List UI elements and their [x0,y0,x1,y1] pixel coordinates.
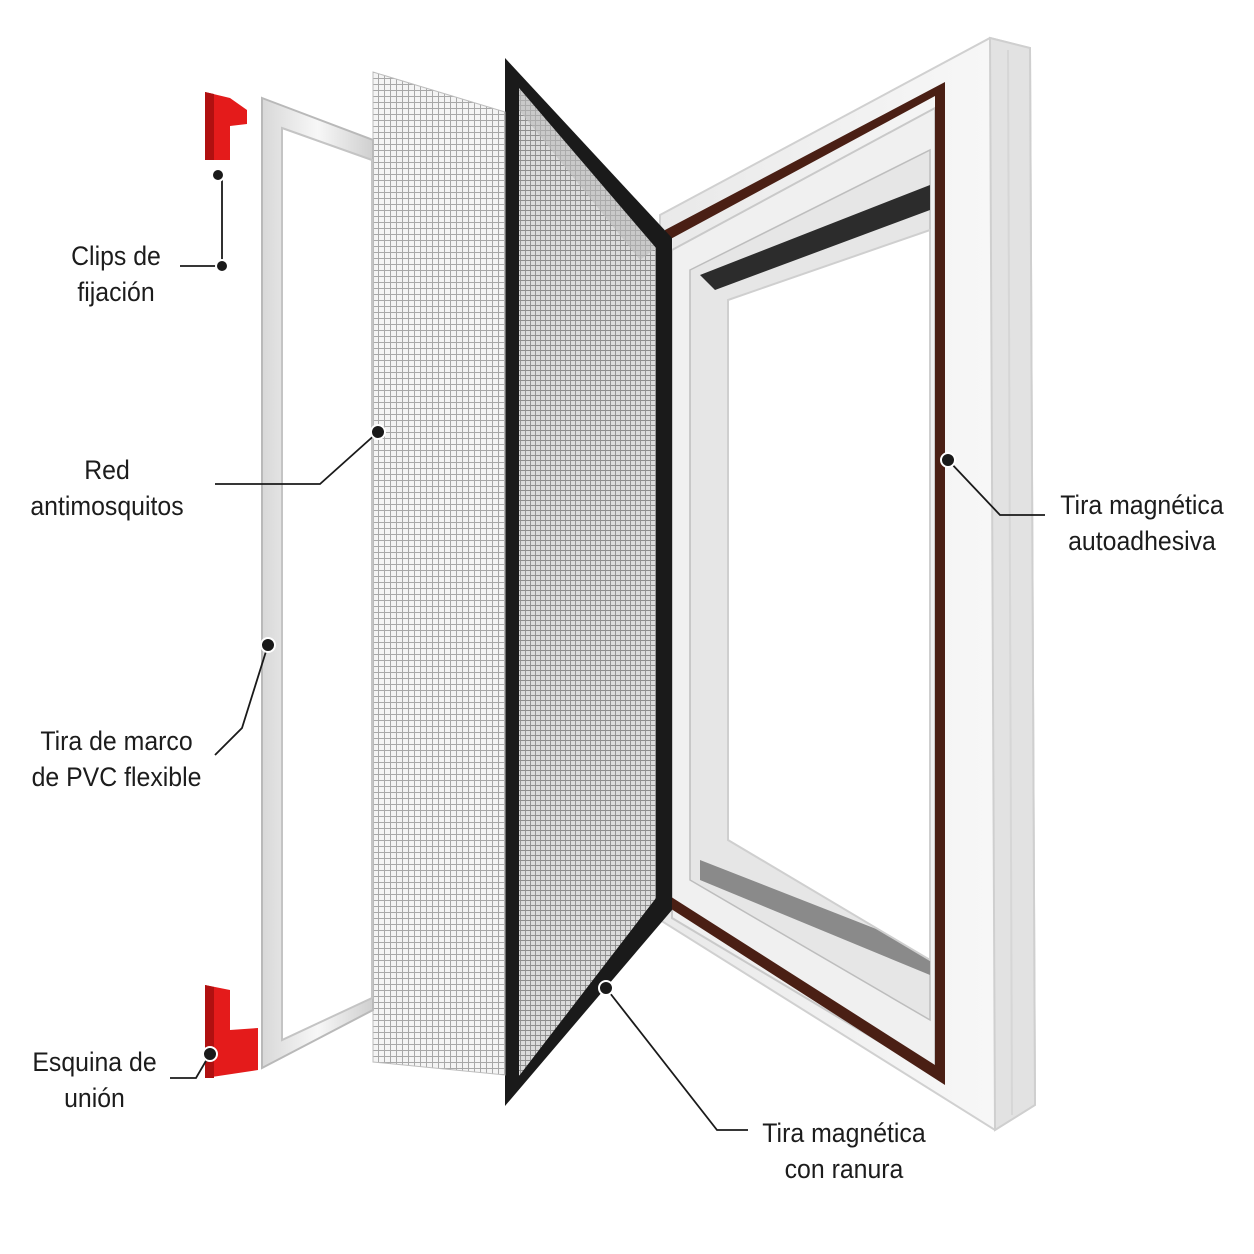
label-tira-marco: Tira de marco de PVC flexible [22,723,211,795]
window-frame [659,36,1037,1132]
leader-tira-auto [947,459,1045,516]
label-esquina-line2: unión [64,1083,125,1113]
label-esquina-line1: Esquina de [32,1047,157,1077]
label-red-antimosquitos: Red antimosquitos [20,452,195,524]
leader-tira-marco [214,644,269,756]
label-clips-line1: Clips de [71,241,161,271]
label-red-line2: antimosquitos [30,491,184,521]
label-clips-fijacion: Clips de fijación [61,238,171,310]
leader-clips [180,174,223,267]
magnetic-groove-frame [505,58,672,1106]
mosquito-net [372,71,506,1076]
pvc-frame-strip [261,96,374,1070]
fixing-clip [205,92,247,160]
label-tira-ranura: Tira magnética con ranura [756,1115,933,1187]
label-esquina-union: Esquina de unión [28,1044,161,1116]
leader-dots [202,168,956,1062]
label-tira-auto-line2: autoadhesiva [1068,526,1216,556]
label-tira-ranura-line2: con ranura [784,1154,904,1184]
label-clips-line2: fijación [77,277,155,307]
leader-tira-ranura [605,987,748,1131]
label-tira-autoadhesiva: Tira magnética autoadhesiva [1054,487,1231,559]
label-tira-auto-line1: Tira magnética [1060,490,1224,520]
label-tira-marco-line1: Tira de marco [40,726,193,756]
leader-esquina [170,1053,211,1079]
label-red-line1: Red [84,455,130,485]
joining-corner [205,985,258,1078]
label-tira-marco-line2: de PVC flexible [31,762,202,792]
leader-red [215,431,379,485]
label-tira-ranura-line1: Tira magnética [762,1118,926,1148]
